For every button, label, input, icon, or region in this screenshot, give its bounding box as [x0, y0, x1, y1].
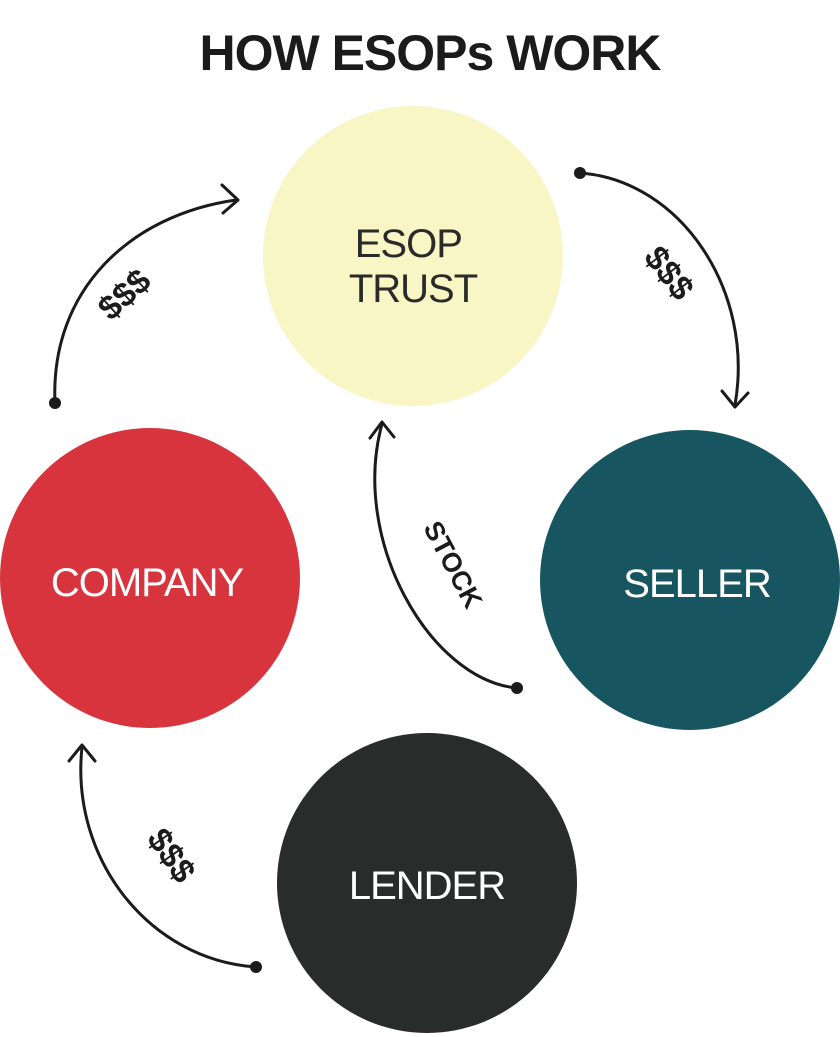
lender-circle [277, 733, 577, 1033]
lender-to-company-label: $$$ [139, 822, 203, 890]
trust-to-seller-curve [579, 171, 740, 406]
esop-trust-label: ESOP TRUST [349, 222, 478, 311]
company-to-trust-label: $$$ [91, 262, 159, 328]
seller-to-trust-arrow: STOCK [368, 420, 523, 694]
lender-to-company-arrow: $$$ [67, 743, 262, 973]
diagram-title: HOW ESOPs WORK [199, 25, 661, 81]
lender-to-company-arrowhead [67, 743, 97, 763]
seller-to-trust-label: STOCK [418, 516, 489, 614]
esop-trust-node: ESOP TRUST [263, 106, 563, 406]
lender-node: LENDER [277, 733, 577, 1033]
lender-label: LENDER [349, 864, 505, 908]
trust-to-seller-label: $$$ [636, 239, 701, 307]
lender-to-company-curve [79, 746, 257, 969]
seller-label: SELLER [623, 562, 771, 606]
company-to-trust-curve [53, 198, 237, 404]
company-to-trust-arrow: $$$ [49, 183, 240, 409]
esop-trust-circle [263, 106, 563, 406]
trust-to-seller-arrowhead [720, 389, 750, 409]
company-node: COMPANY [0, 428, 300, 728]
esop-trust-label-line2: TRUST [349, 267, 478, 311]
seller-node: SELLER [540, 430, 840, 730]
trust-to-seller-arrow: $$$ [574, 167, 750, 409]
company-to-trust-arrowhead [220, 183, 240, 215]
seller-to-trust-curve [373, 423, 518, 690]
seller-to-trust-arrowhead [368, 420, 396, 440]
esop-trust-label-line1: ESOP [355, 222, 461, 266]
company-label: COMPANY [51, 561, 244, 605]
seller-circle [540, 430, 840, 730]
company-circle [0, 428, 300, 728]
